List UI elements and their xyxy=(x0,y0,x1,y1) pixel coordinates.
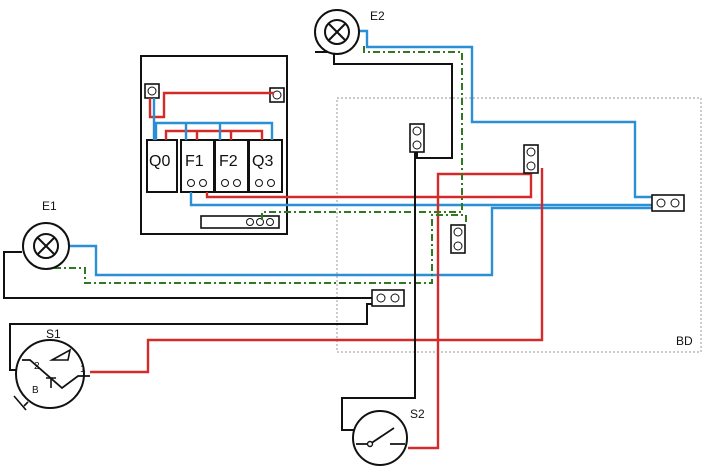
screw xyxy=(256,218,264,226)
screw xyxy=(221,179,229,187)
screw xyxy=(526,147,536,157)
switch-pivot-icon xyxy=(366,440,374,448)
breaker-q0-label: Q0 xyxy=(149,153,170,170)
switched-e2-wire xyxy=(315,51,453,159)
screw xyxy=(453,241,463,251)
switch-s1-label: S1 xyxy=(46,327,61,341)
screw xyxy=(255,179,263,187)
screw xyxy=(670,198,680,208)
switch-s2-label: S2 xyxy=(410,407,425,421)
bd-enclosure xyxy=(336,97,702,353)
neutral-e2-wire xyxy=(356,29,669,199)
breaker-f2-label: F2 xyxy=(219,153,238,170)
switch-contacts xyxy=(22,359,90,390)
lamp-e1 xyxy=(22,222,70,270)
phase-feed-wire xyxy=(205,158,533,199)
screw xyxy=(526,161,536,171)
switch-s2 xyxy=(352,410,408,466)
screw xyxy=(272,90,282,100)
screw xyxy=(266,218,274,226)
neutral-busbar xyxy=(154,121,274,140)
screw xyxy=(656,198,666,208)
screw xyxy=(412,126,422,136)
screw xyxy=(453,227,463,237)
terminal-block-phase xyxy=(523,144,539,174)
breaker-q3 xyxy=(248,139,283,193)
switch-s1-pin-1: 1 xyxy=(80,364,86,375)
lamp-e2 xyxy=(314,9,360,55)
phase-s1-wire xyxy=(90,168,544,374)
switch-s1-pin-2: 2 xyxy=(34,361,40,372)
switch-tick-icon xyxy=(13,395,29,411)
switched-s2-wire xyxy=(341,150,416,431)
screw xyxy=(412,140,422,150)
phase-busbar xyxy=(164,129,264,140)
breaker-q3-label: Q3 xyxy=(252,153,273,170)
lamp-cross-icon xyxy=(36,236,56,256)
switch-pin-icon xyxy=(46,377,56,388)
switch-housing xyxy=(15,339,85,409)
switch-s1-pin-b: B xyxy=(32,385,39,396)
supply-phase-wire xyxy=(148,91,274,119)
screw xyxy=(187,179,195,187)
screw xyxy=(390,293,400,303)
switch-lever-icon xyxy=(48,348,72,361)
switched-e1-wire xyxy=(3,251,376,299)
screw xyxy=(246,218,254,226)
screw xyxy=(267,179,275,187)
switched-s1-wire xyxy=(9,303,388,371)
screw xyxy=(376,293,386,303)
distribution-panel: Q0 F1 F2 Q3 xyxy=(140,55,288,235)
terminal-block-top xyxy=(409,123,425,153)
phase-s2-wire xyxy=(408,172,531,450)
neutral-feed-wire xyxy=(189,192,655,207)
breaker-f1-label: F1 xyxy=(185,153,204,170)
screw xyxy=(233,179,241,187)
lamp-cross-icon xyxy=(327,22,347,42)
neutral-e1-wire xyxy=(70,206,655,277)
earth-e1-wire xyxy=(50,214,467,284)
bd-label: BD xyxy=(676,334,693,348)
terminal-block-earth xyxy=(450,224,466,254)
screw xyxy=(147,86,157,96)
lamp-e1-label: E1 xyxy=(42,199,57,213)
terminal-block-switched xyxy=(371,289,405,307)
screw xyxy=(199,179,207,187)
switch-s1 xyxy=(13,339,90,411)
breaker-q0 xyxy=(146,139,178,193)
lamp-e2-label: E2 xyxy=(370,9,385,23)
earth-e2-wire xyxy=(261,44,463,220)
terminal-block-neutral xyxy=(651,194,685,212)
